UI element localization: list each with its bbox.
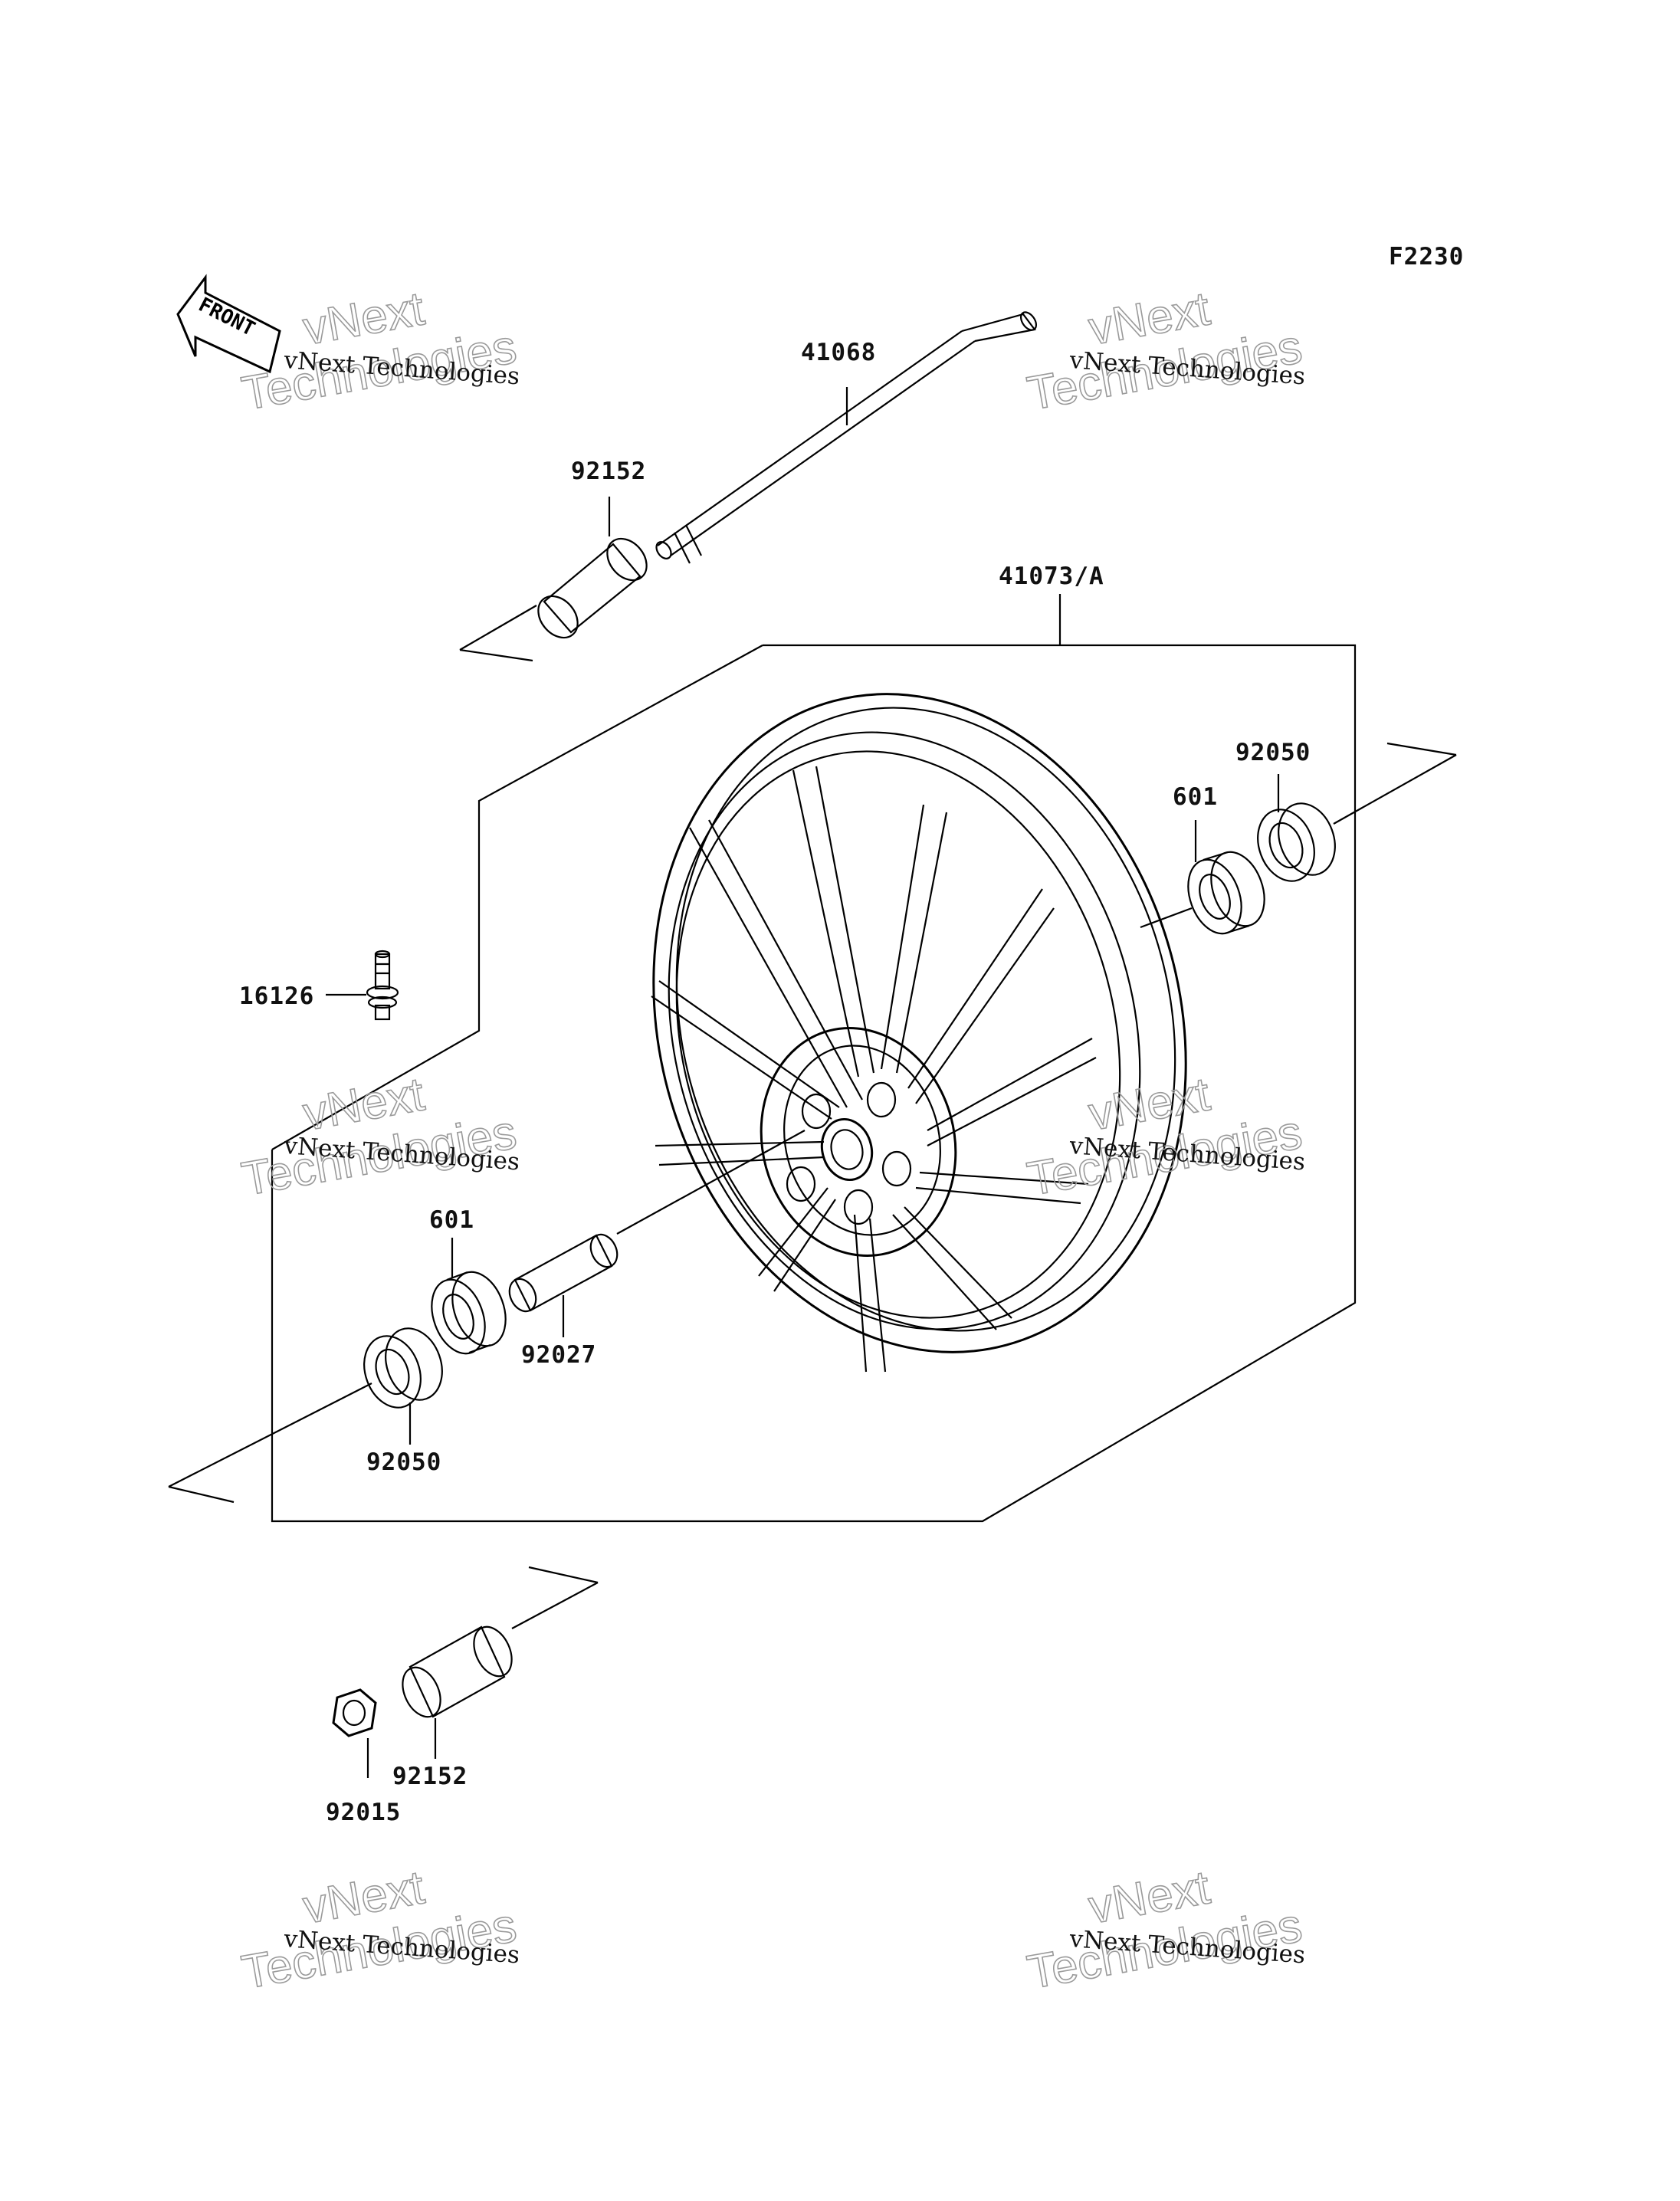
label-collar-bottom: 92152: [392, 1763, 468, 1790]
label-axle: 41068: [801, 339, 876, 366]
watermark-1: vNext Technologies vNext Technologies: [238, 282, 521, 422]
wheel-spokes: [651, 766, 1097, 1373]
label-collar-top: 92152: [571, 458, 646, 485]
bearing-left-part: [431, 1238, 507, 1355]
label-bearing-right: 601: [1173, 783, 1218, 811]
seal-right-part: [1257, 742, 1457, 882]
spacer-part: [508, 1233, 619, 1337]
label-bearing-left: 601: [429, 1206, 474, 1234]
label-spacer: 92027: [521, 1341, 596, 1369]
label-nut: 92015: [326, 1799, 401, 1826]
watermark-6: vNext Technologies vNext Technologies: [1023, 1861, 1307, 2000]
figure-code: F2230: [1389, 243, 1464, 271]
axle-part: [655, 311, 1038, 564]
watermark-2: vNext Technologies vNext Technologies: [1023, 282, 1307, 422]
cast-wheel-part: [616, 693, 1187, 1373]
nut-part: [332, 1688, 377, 1778]
label-seal-left: 92050: [366, 1448, 441, 1476]
watermark-5: vNext Technologies vNext Technologies: [238, 1861, 521, 2000]
label-valve: 16126: [239, 982, 314, 1010]
wheel-assembly-bracket: [271, 594, 1357, 1523]
front-label: FRONT: [195, 294, 258, 341]
bearing-right-part: [1140, 820, 1265, 935]
label-seal-right: 92050: [1235, 739, 1311, 766]
valve-part: [326, 950, 399, 1021]
collar-bottom-part: [402, 1566, 599, 1759]
label-wheel-assy: 41073/A: [999, 563, 1104, 590]
wheel-hub: [760, 1027, 957, 1257]
watermark-3: vNext Technologies vNext Technologies: [238, 1068, 521, 1207]
front-arrow-icon: FRONT: [176, 274, 281, 374]
seal-left-part: [168, 1327, 443, 1504]
collar-top-part: [459, 497, 648, 662]
